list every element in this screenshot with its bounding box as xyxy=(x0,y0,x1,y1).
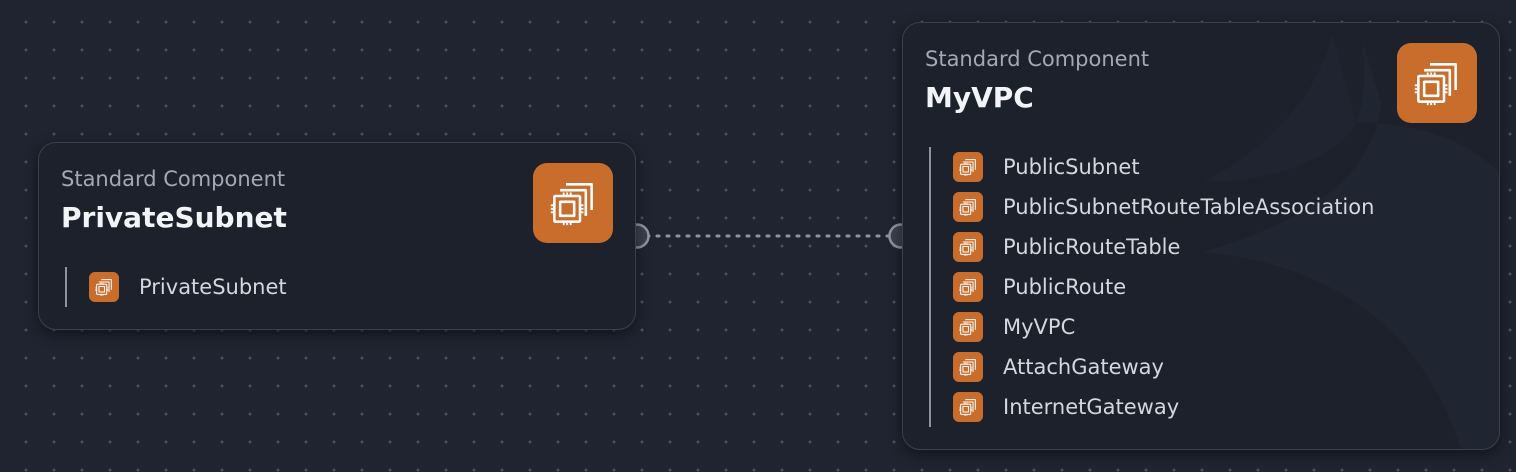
ec2-instance-icon xyxy=(953,192,983,222)
resource-item[interactable]: PublicSubnetRouteTableAssociation xyxy=(953,187,1374,227)
component-node-private-subnet[interactable]: Standard Component PrivateSubnet Private… xyxy=(38,142,636,330)
resource-label: InternetGateway xyxy=(1003,395,1180,419)
resource-list: PublicSubnet PublicSubnetRouteTableAssoc… xyxy=(929,147,1374,427)
ec2-instance-icon xyxy=(953,392,983,422)
resource-label: MyVPC xyxy=(1003,315,1076,339)
resource-item[interactable]: PublicSubnet xyxy=(953,147,1374,187)
resource-label: PublicSubnetRouteTableAssociation xyxy=(1003,195,1375,219)
resource-label: PublicSubnet xyxy=(1003,155,1140,179)
resource-item[interactable]: PublicRouteTable xyxy=(953,227,1374,267)
ec2-instance-icon xyxy=(953,312,983,342)
resource-item[interactable]: InternetGateway xyxy=(953,387,1374,427)
ec2-instance-icon xyxy=(953,352,983,382)
ec2-instance-icon xyxy=(533,163,613,243)
resource-item[interactable]: MyVPC xyxy=(953,307,1374,347)
ec2-instance-icon xyxy=(1397,43,1477,123)
resource-label: PublicRouteTable xyxy=(1003,235,1181,259)
ec2-instance-icon xyxy=(953,152,983,182)
resource-label: AttachGateway xyxy=(1003,355,1164,379)
ec2-instance-icon xyxy=(89,272,119,302)
resource-list: PrivateSubnet xyxy=(65,267,287,307)
resource-item[interactable]: AttachGateway xyxy=(953,347,1374,387)
ec2-instance-icon xyxy=(953,272,983,302)
resource-label: PrivateSubnet xyxy=(139,275,287,299)
resource-label: PublicRoute xyxy=(1003,275,1127,299)
node-subtitle: Standard Component xyxy=(925,47,1150,71)
component-node-myvpc[interactable]: Standard Component MyVPC PublicSubnet Pu… xyxy=(902,22,1500,450)
resource-item[interactable]: PublicRoute xyxy=(953,267,1374,307)
node-title: MyVPC xyxy=(925,81,1034,114)
node-subtitle: Standard Component xyxy=(61,167,286,191)
resource-item[interactable]: PrivateSubnet xyxy=(89,267,287,307)
node-title: PrivateSubnet xyxy=(61,201,287,234)
ec2-instance-icon xyxy=(953,232,983,262)
